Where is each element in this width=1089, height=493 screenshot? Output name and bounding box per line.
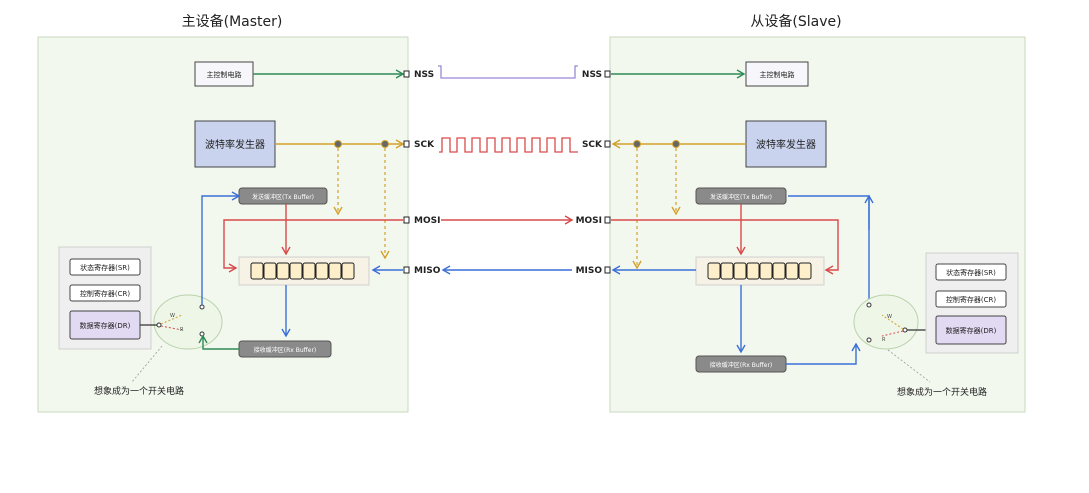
slave-switch-w-arm xyxy=(881,314,904,330)
slave-miso-label: MISO xyxy=(576,266,603,276)
master-switch-r: R xyxy=(180,327,184,333)
shift-cell xyxy=(341,262,355,280)
master-sck-label: SCK xyxy=(414,140,435,150)
master-rx-to-switch xyxy=(198,334,239,350)
master-switch-note: 想象成为一个开关电路 xyxy=(94,385,184,397)
master-baud-box xyxy=(194,120,276,168)
master-cr-box xyxy=(69,284,141,302)
slave-rx-label: 接收缓冲区(Rx Buffer) xyxy=(710,361,773,369)
master-switch-w: W xyxy=(170,313,175,319)
slave-sck-node-2 xyxy=(672,140,680,148)
slave-ctrl-box xyxy=(745,61,809,87)
shift-cell xyxy=(315,262,329,280)
shift-cell xyxy=(263,262,277,280)
master-baud-label: 波特率发生器 xyxy=(205,138,265,151)
slave-sr-box xyxy=(935,263,1007,281)
slave-miso-pin xyxy=(604,266,611,274)
slave-baud-box xyxy=(745,120,827,168)
master-sck-node-2 xyxy=(381,140,389,148)
master-sr-label: 状态寄存器(SR) xyxy=(80,263,130,272)
slave-mosi-line xyxy=(611,219,839,275)
slave-shift-register xyxy=(707,262,812,280)
slave-switch xyxy=(853,294,919,350)
master-cr-label: 控制寄存器(CR) xyxy=(80,289,130,298)
master-mosi-label: MOSI xyxy=(414,216,440,226)
nss-wave xyxy=(438,65,578,79)
slave-ctrl-label: 主控制电路 xyxy=(760,70,795,79)
shift-cell xyxy=(328,262,342,280)
master-switch-pivot xyxy=(156,322,162,328)
master-mosi-pin xyxy=(403,216,410,224)
slave-sr-label: 状态寄存器(SR) xyxy=(946,268,996,277)
master-switch-w-contact xyxy=(199,304,205,310)
slave-switch-w: W xyxy=(887,314,892,320)
shift-cell xyxy=(785,262,799,280)
master-dr-label: 数据寄存器(DR) xyxy=(80,321,131,330)
slave-mosi-pin xyxy=(604,216,611,224)
slave-title: 从设备(Slave) xyxy=(750,13,841,30)
slave-switch-w-contact xyxy=(866,302,872,308)
shift-cell xyxy=(707,262,721,280)
slave-switch-r-arm xyxy=(881,330,904,337)
master-shift-register xyxy=(250,262,355,280)
slave-panel xyxy=(609,36,1026,413)
sck-wave xyxy=(439,137,578,153)
master-miso-pin xyxy=(403,266,410,274)
shift-cell xyxy=(289,262,303,280)
shift-cell xyxy=(276,262,290,280)
slave-baud-label: 波特率发生器 xyxy=(756,138,816,151)
slave-dr-label: 数据寄存器(DR) xyxy=(946,326,997,335)
slave-nss-label: NSS xyxy=(582,70,602,80)
slave-dr-box xyxy=(935,315,1007,345)
master-ctrl-box xyxy=(194,61,254,87)
slave-sck-label: SCK xyxy=(582,140,603,150)
slave-nss-pin xyxy=(604,70,611,78)
shift-cell xyxy=(746,262,760,280)
shift-cell xyxy=(733,262,747,280)
shift-cell xyxy=(798,262,812,280)
slave-cr-box xyxy=(935,290,1007,308)
master-title: 主设备(Master) xyxy=(182,13,283,30)
slave-switch-pivot xyxy=(902,327,908,333)
master-rx-label: 接收缓冲区(Rx Buffer) xyxy=(254,346,317,354)
slave-sck-pin xyxy=(604,140,611,148)
shift-cell xyxy=(720,262,734,280)
master-switch xyxy=(153,294,223,350)
slave-sck-node-1 xyxy=(633,140,641,148)
master-switch-to-tx xyxy=(201,191,241,305)
master-sck-pin xyxy=(403,140,410,148)
master-nss-pin xyxy=(403,70,410,78)
shift-cell xyxy=(302,262,316,280)
master-tx-label: 发送缓冲区(Tx Buffer) xyxy=(252,193,314,201)
master-switch-r-contact xyxy=(199,331,205,337)
master-switch-r-arm xyxy=(160,325,183,331)
slave-mosi-label: MOSI xyxy=(576,216,602,226)
master-panel xyxy=(37,36,409,413)
slave-switch-r-contact xyxy=(866,337,872,343)
slave-switch-note: 想象成为一个开关电路 xyxy=(897,386,987,398)
slave-cr-label: 控制寄存器(CR) xyxy=(946,295,996,304)
master-sr-box xyxy=(69,258,141,276)
shift-cell xyxy=(250,262,264,280)
master-nss-label: NSS xyxy=(414,70,434,80)
slave-note-leader xyxy=(887,349,931,383)
master-sck-node-1 xyxy=(334,140,342,148)
slave-switch-r: R xyxy=(882,337,886,343)
master-ctrl-label: 主控制电路 xyxy=(207,70,242,79)
master-miso-label: MISO xyxy=(414,266,441,276)
shift-cell xyxy=(759,262,773,280)
master-mosi-line xyxy=(223,219,403,273)
slave-rx-to-switch xyxy=(786,342,861,365)
shift-cell xyxy=(772,262,786,280)
slave-tx-label: 发送缓冲区(Tx Buffer) xyxy=(710,193,772,201)
